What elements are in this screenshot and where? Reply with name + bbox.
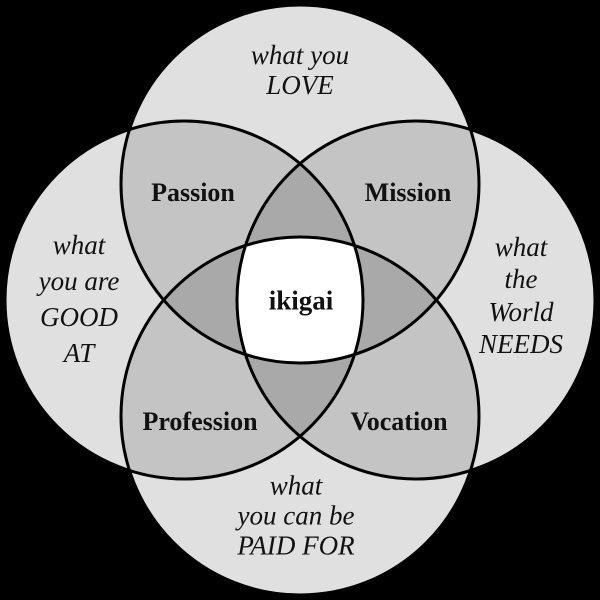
region-fills <box>5 5 595 595</box>
outline-circle-left <box>3 119 365 481</box>
region-triple-left <box>121 237 363 363</box>
outline-circle-right <box>235 119 597 481</box>
circle-outlines <box>3 3 597 597</box>
outline-circle-bottom <box>119 235 481 597</box>
region-triple-top <box>237 121 363 363</box>
region-triple-bottom <box>237 237 363 479</box>
region-triple-right <box>237 237 479 363</box>
outline-circle-top <box>119 3 481 365</box>
